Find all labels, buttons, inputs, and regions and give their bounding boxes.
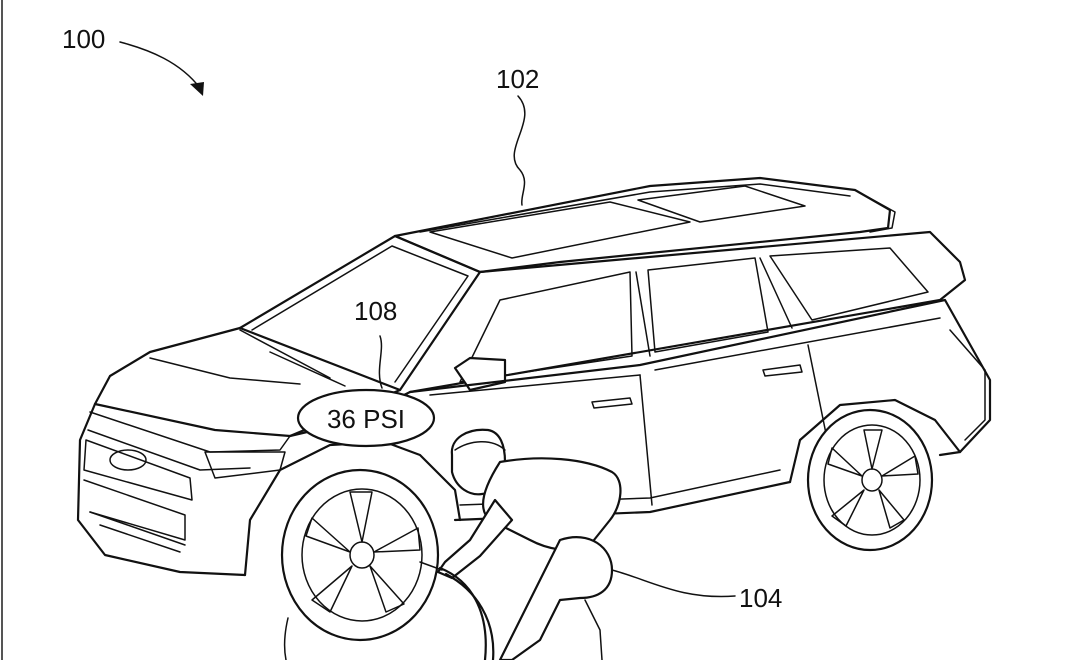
leader-102 xyxy=(513,95,526,206)
front-door-handle xyxy=(591,397,633,409)
arrowhead-100 xyxy=(190,82,204,96)
pressure-value: 36 PSI xyxy=(327,404,405,434)
grille xyxy=(83,439,193,501)
torso xyxy=(482,457,622,552)
reference-numeral-108: 108 xyxy=(354,296,397,326)
leg xyxy=(498,536,614,660)
front-sunroof xyxy=(429,201,691,259)
pressure-callout: 36 PSI xyxy=(296,388,436,448)
air-hose xyxy=(438,566,487,660)
rear-sunroof xyxy=(637,185,806,223)
leader-104 xyxy=(611,569,736,598)
rear-wheel xyxy=(806,408,934,552)
quarter-window xyxy=(769,247,929,321)
hose-nozzle xyxy=(419,561,443,571)
user-drawing xyxy=(419,428,622,660)
leader-unlabeled xyxy=(283,617,289,660)
headlight-edge xyxy=(89,411,291,453)
rear-door-handle xyxy=(762,364,803,377)
arm xyxy=(436,498,514,580)
callout-bubble xyxy=(296,388,436,448)
rear-side-window xyxy=(647,257,769,353)
front-side-window xyxy=(459,271,633,383)
reference-numeral-102: 102 xyxy=(496,64,539,94)
leader-100 xyxy=(119,41,201,89)
reference-numeral-104: 104 xyxy=(739,583,782,613)
leader-108 xyxy=(378,335,383,389)
front-wheel xyxy=(280,468,440,642)
badge xyxy=(109,449,147,471)
reference-numeral-100: 100 xyxy=(62,24,105,54)
